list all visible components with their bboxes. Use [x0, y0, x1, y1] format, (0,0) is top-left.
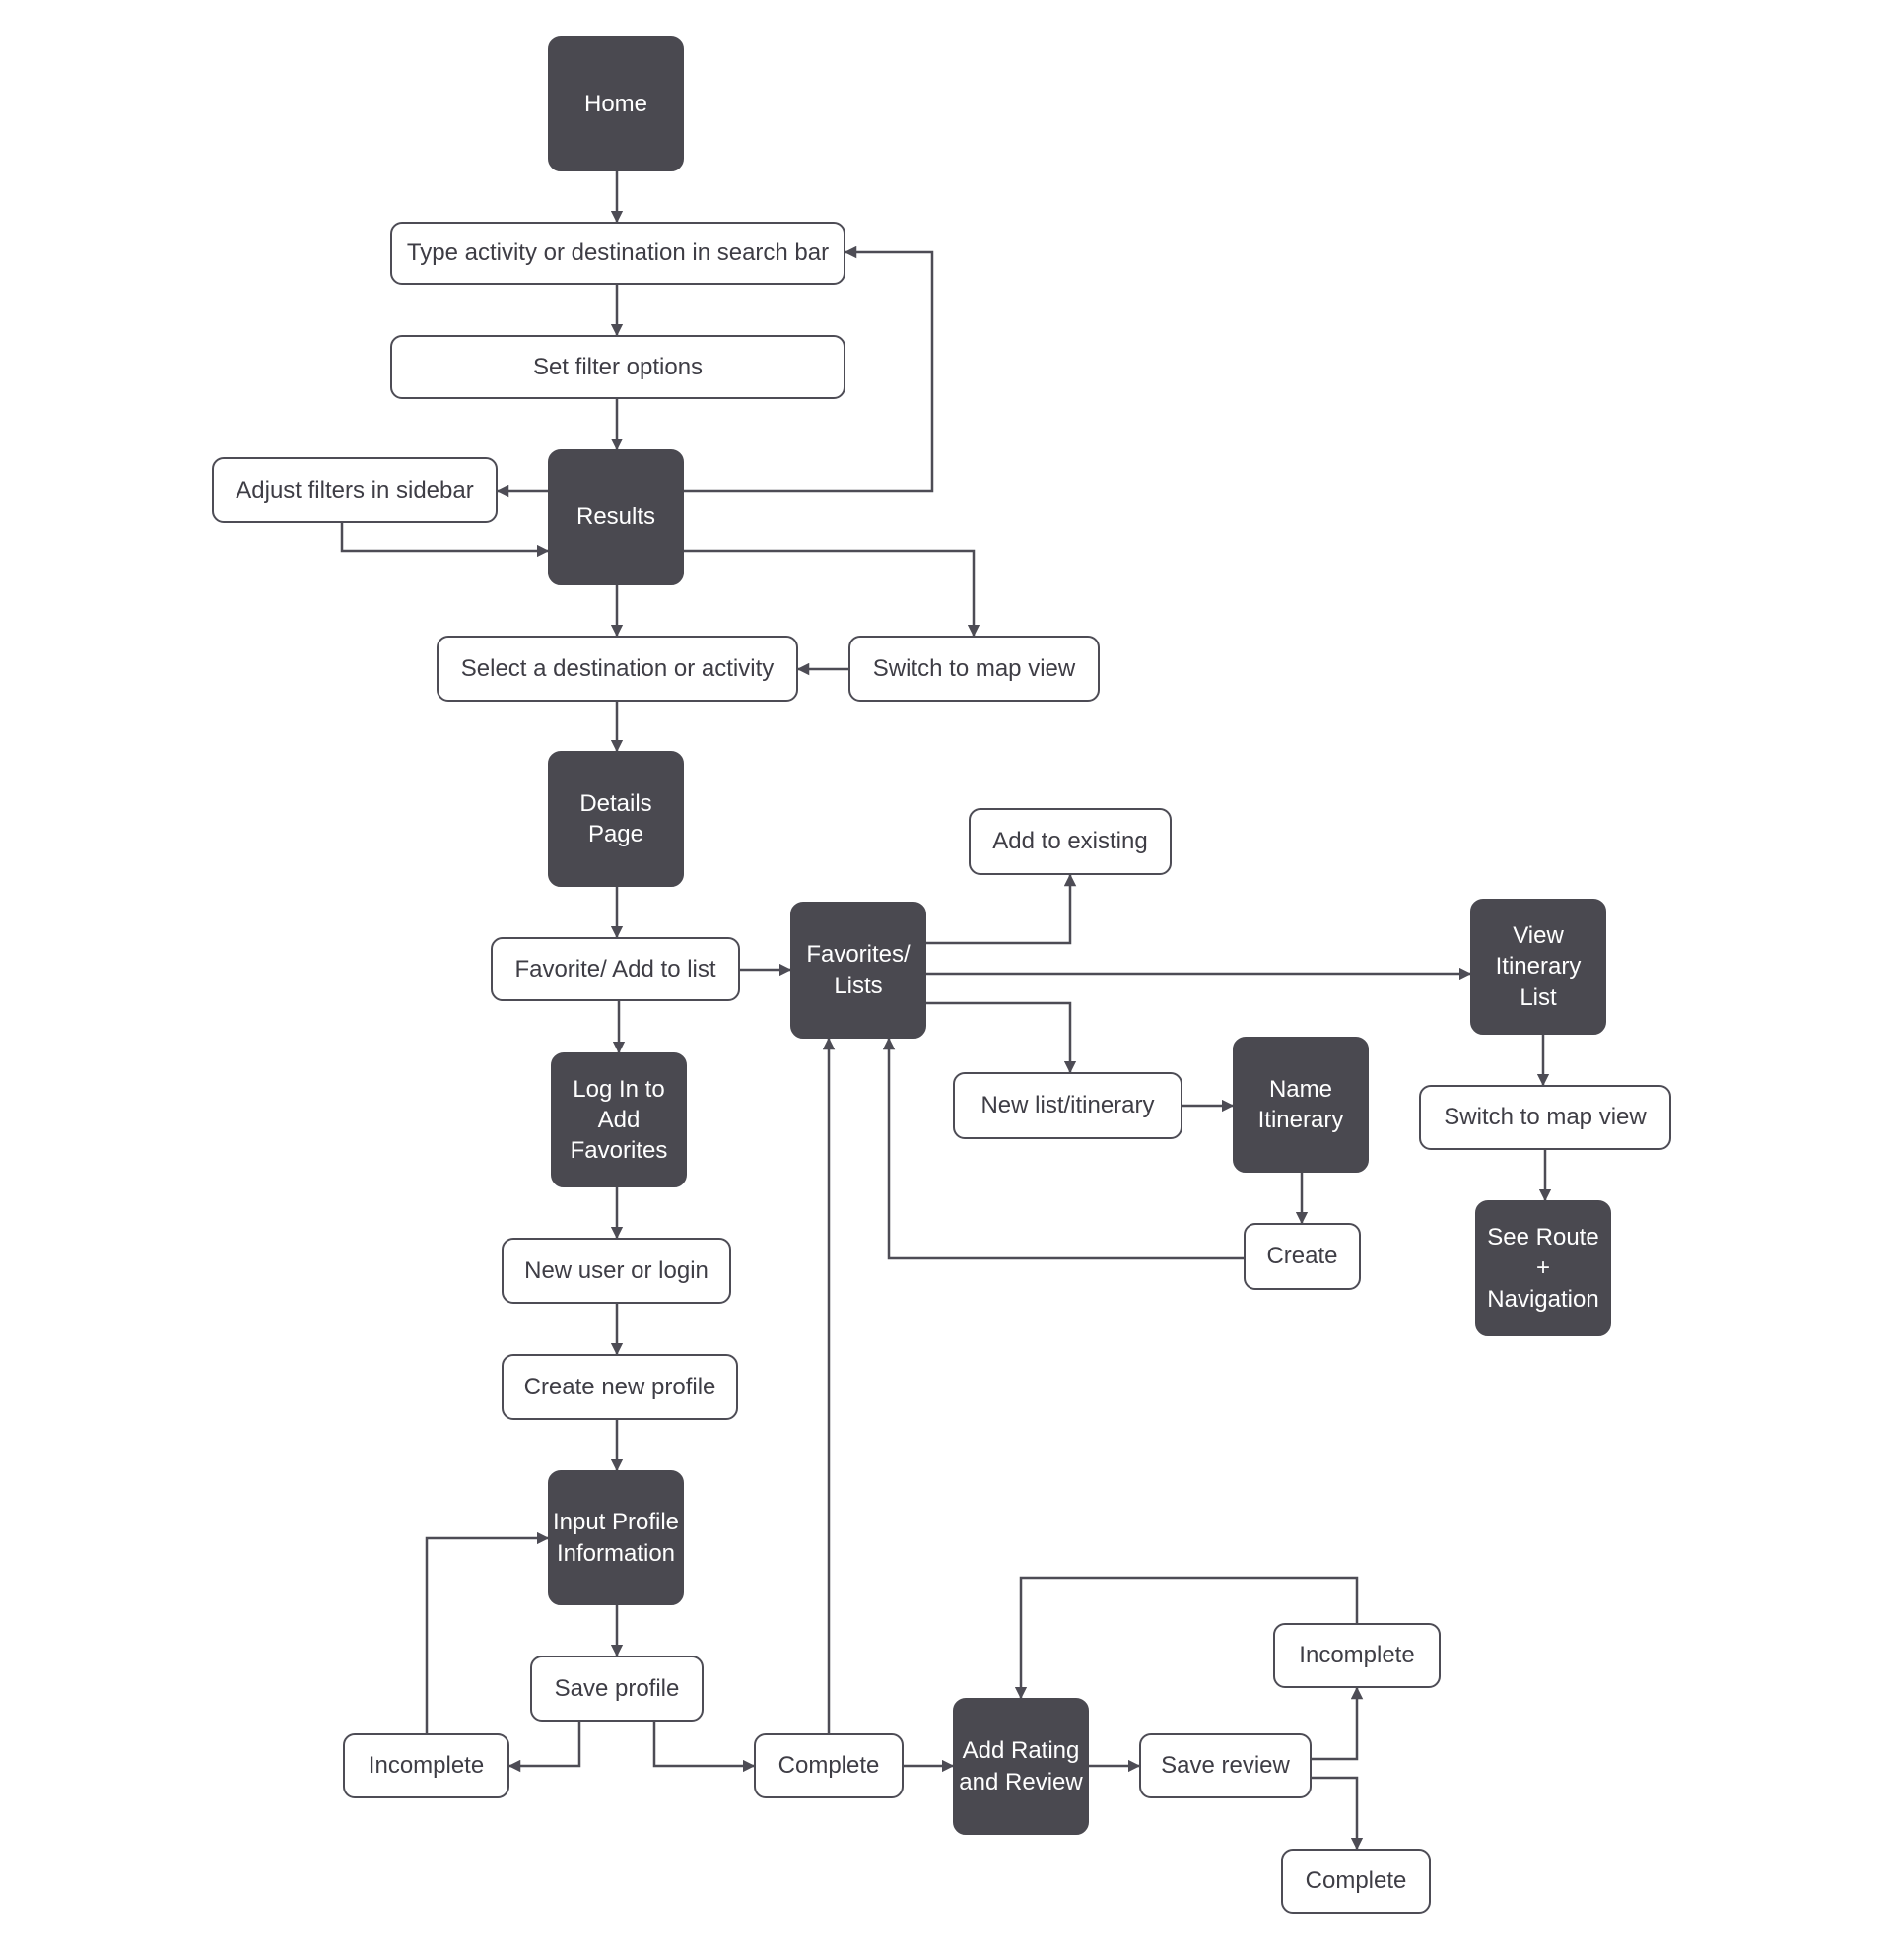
node-home: Home [548, 36, 684, 171]
node-createprofile-label: Create new profile [523, 1373, 716, 1400]
node-favorite-label: Favorite/ Add to list [514, 955, 716, 982]
node-complete1: Complete [754, 1733, 904, 1798]
node-createprofile: Create new profile [502, 1354, 738, 1420]
node-route: See Route + Navigation [1475, 1200, 1611, 1336]
edge-incomplete2-addrating [1014, 1576, 1359, 1700]
node-viewitin-label: View Itinerary List [1495, 922, 1582, 1011]
node-search: Type activity or destination in search b… [390, 222, 845, 285]
node-savereview-label: Save review [1161, 1752, 1290, 1780]
node-saveprofile-label: Save profile [554, 1674, 680, 1702]
node-inputprofile: Input Profile Information [548, 1470, 684, 1605]
node-filters: Set filter options [390, 335, 845, 399]
node-login: Log In to Add Favorites [551, 1052, 687, 1187]
node-route-label: See Route + Navigation [1487, 1224, 1599, 1313]
node-mapview2: Switch to map view [1419, 1085, 1671, 1150]
node-complete1-label: Complete [777, 1752, 880, 1780]
node-viewitin: View Itinerary List [1470, 899, 1606, 1035]
edge-incomplete1-inputprofile [425, 1531, 550, 1733]
node-complete2: Complete [1281, 1849, 1431, 1914]
node-adjust-label: Adjust filters in sidebar [236, 476, 474, 504]
node-create: Create [1244, 1223, 1361, 1290]
edge-adjust-results [340, 523, 550, 558]
node-results-label: Results [575, 504, 656, 531]
node-savereview: Save review [1139, 1733, 1312, 1798]
node-saveprofile: Save profile [530, 1656, 704, 1722]
node-addexisting-label: Add to existing [992, 828, 1148, 855]
node-newuser: New user or login [502, 1238, 731, 1304]
node-addexisting: Add to existing [969, 808, 1172, 875]
node-create-label: Create [1266, 1243, 1338, 1270]
edge-savereview-incomplete2 [1312, 1686, 1364, 1761]
node-incomplete1: Incomplete [343, 1733, 509, 1798]
node-filters-label: Set filter options [532, 353, 704, 380]
node-incomplete1-label: Incomplete [368, 1752, 485, 1780]
node-login-label: Log In to Add Favorites [570, 1075, 668, 1165]
node-newuser-label: New user or login [524, 1256, 709, 1284]
edge-saveprofile-incomplete1 [507, 1722, 581, 1773]
node-incomplete2-label: Incomplete [1299, 1642, 1415, 1669]
edge-favlists-newlist [926, 1001, 1077, 1074]
edge-create-favlists [882, 1037, 1244, 1260]
node-details-label: Details Page [579, 789, 652, 847]
node-results: Results [548, 449, 684, 585]
node-favlists: Favorites/ Lists [790, 902, 926, 1039]
node-mapview1: Switch to map view [848, 636, 1100, 702]
node-addrating-label: Add Rating and Review [959, 1737, 1083, 1795]
node-adjust: Adjust filters in sidebar [212, 457, 498, 523]
node-newlist-label: New list/itinerary [980, 1092, 1155, 1119]
node-select: Select a destination or activity [437, 636, 798, 702]
node-home-label: Home [583, 90, 648, 117]
edge-saveprofile-complete1 [652, 1722, 756, 1773]
node-favorite: Favorite/ Add to list [491, 937, 740, 1001]
node-mapview1-label: Switch to map view [872, 654, 1076, 682]
edge-favlists-addexisting [926, 873, 1077, 945]
node-favlists-label: Favorites/ Lists [806, 941, 911, 999]
node-mapview2-label: Switch to map view [1444, 1104, 1647, 1131]
edge-savereview-complete2 [1312, 1776, 1364, 1851]
node-addrating: Add Rating and Review [953, 1698, 1089, 1835]
node-inputprofile-label: Input Profile Information [552, 1509, 680, 1567]
edge-results-search-loop [684, 245, 934, 493]
edge-results-mapview [684, 549, 980, 638]
node-nameitin: Name Itinerary [1233, 1037, 1369, 1173]
node-newlist: New list/itinerary [953, 1072, 1182, 1139]
node-complete2-label: Complete [1305, 1867, 1407, 1895]
node-nameitin-label: Name Itinerary [1257, 1075, 1344, 1133]
node-select-label: Select a destination or activity [460, 654, 775, 682]
node-search-label: Type activity or destination in search b… [406, 239, 830, 267]
node-incomplete2: Incomplete [1273, 1623, 1441, 1688]
node-details: Details Page [548, 751, 684, 887]
